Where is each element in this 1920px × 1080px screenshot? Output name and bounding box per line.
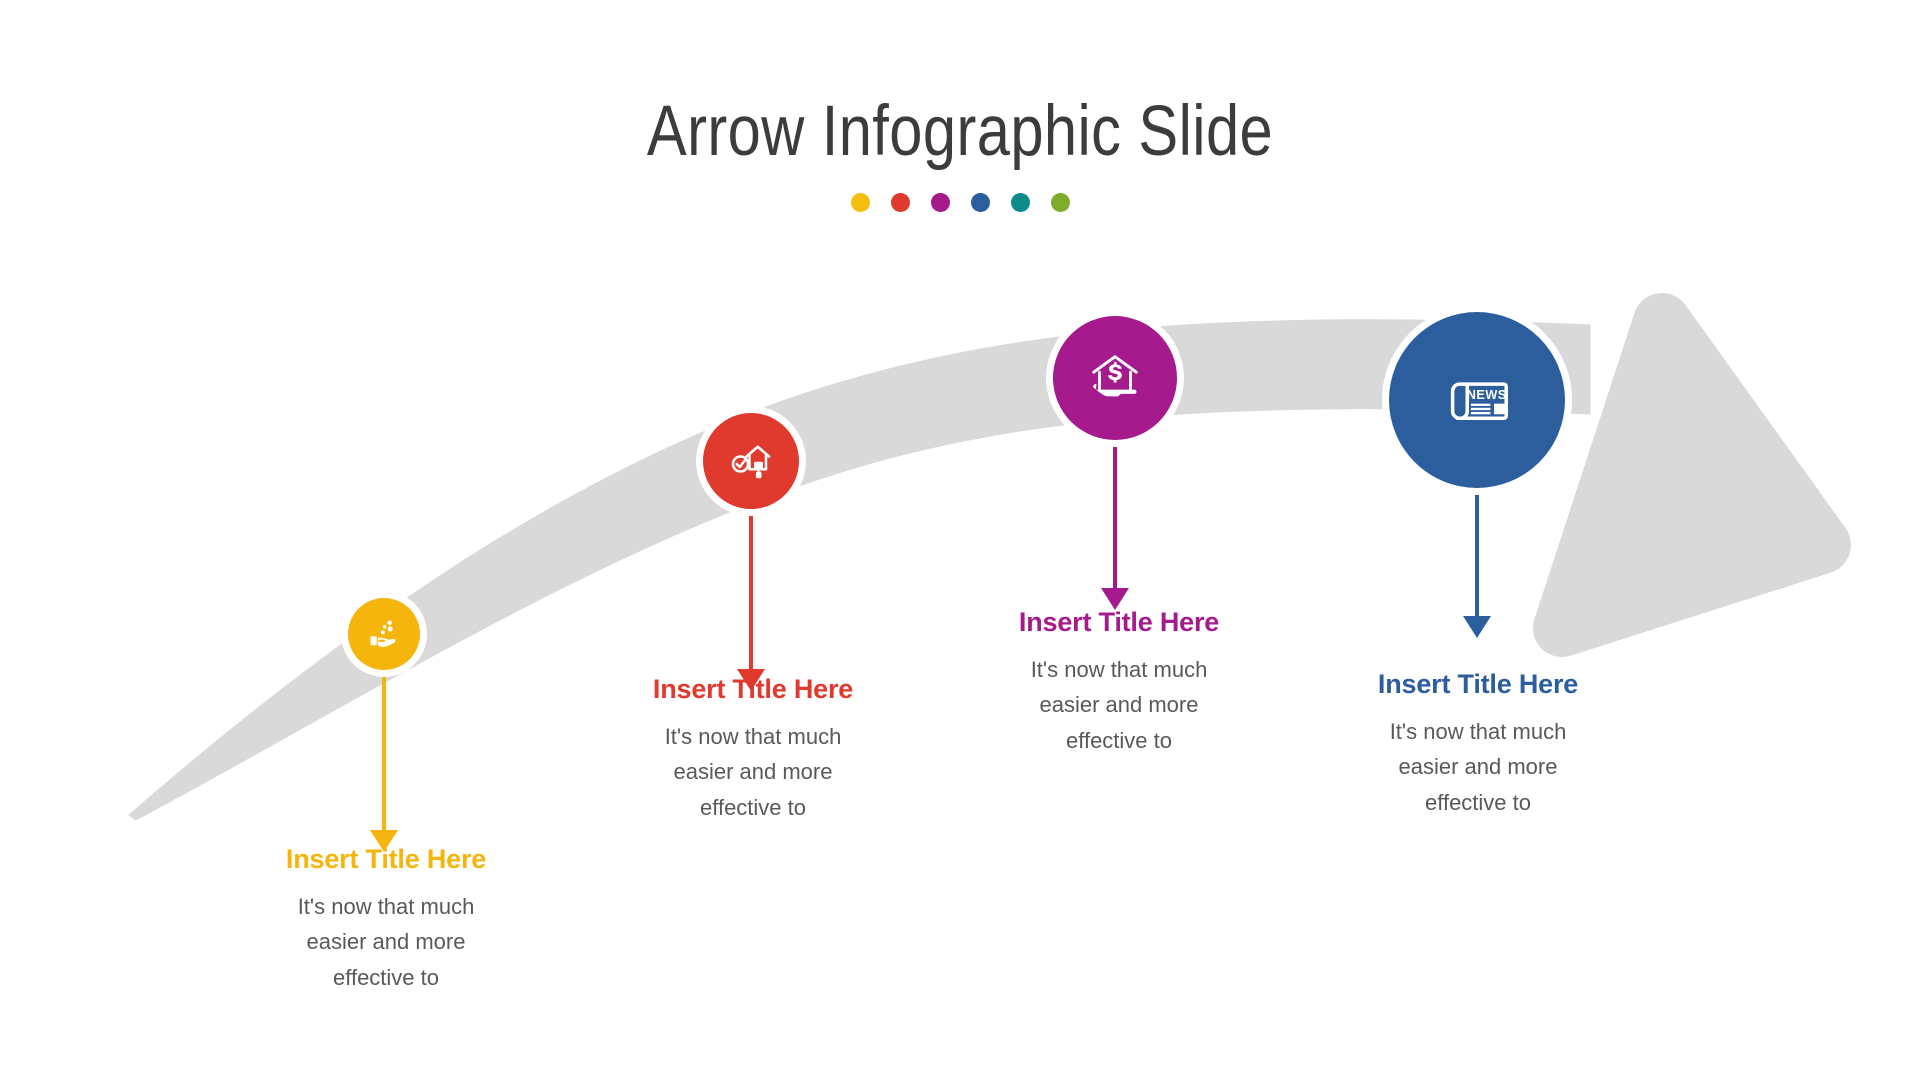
- step-4-connector-stem: [1475, 462, 1479, 622]
- house-check-paintroller-icon: [731, 445, 771, 479]
- step-2-body-line-3: effective to: [700, 794, 806, 820]
- step-1-body-line-3: effective to: [333, 964, 439, 990]
- step-3-title: Insert Title Here: [1018, 607, 1220, 637]
- step-4-title: Insert Title Here: [1377, 669, 1579, 699]
- step-3-body: It's now that much easier and more effec…: [969, 652, 1269, 759]
- step-2-circle[interactable]: [703, 413, 799, 509]
- step-4-body-line-3: effective to: [1425, 789, 1531, 815]
- step-4-body-line-2: easier and more: [1398, 754, 1558, 780]
- hand-with-coins-icon: [370, 620, 396, 647]
- step-3-body-line-3: effective to: [1066, 727, 1172, 753]
- step-3-arrow-head-icon: [1101, 588, 1129, 610]
- hand-holding-house-dollar-icon: [1092, 355, 1138, 397]
- step-1-circle[interactable]: [348, 598, 420, 670]
- step-3-caption: Insert Title Here It's now that much eas…: [969, 607, 1269, 759]
- step-2-body: It's now that much easier and more effec…: [603, 719, 903, 826]
- step-2-caption: Insert Title Here It's now that much eas…: [603, 674, 903, 826]
- step-2-title: Insert Title Here: [652, 674, 854, 704]
- step-2-connector-stem: [749, 509, 753, 675]
- svg-text:NEWS: NEWS: [1467, 388, 1507, 402]
- step-4-arrow-head-icon: [1463, 616, 1491, 638]
- step-2-body-line-1: It's now that much: [664, 723, 842, 749]
- step-2-body-line-2: easier and more: [673, 759, 833, 785]
- step-3-circle[interactable]: [1053, 316, 1177, 440]
- step-1-body-line-1: It's now that much: [297, 893, 475, 919]
- step-4-body-line-1: It's now that much: [1389, 718, 1567, 744]
- step-2-arrow-head-icon: [737, 669, 765, 691]
- step-3-body-line-1: It's now that much: [1030, 656, 1208, 682]
- step-3-connector-stem: [1113, 440, 1117, 594]
- newspaper-news-icon: NEWS: [1450, 382, 1509, 421]
- step-1-arrow-head-icon: [370, 830, 398, 852]
- arrow-head-path: [1533, 293, 1851, 657]
- step-4-circle[interactable]: NEWS: [1389, 312, 1565, 488]
- step-1-body: It's now that much easier and more effec…: [236, 889, 536, 996]
- step-4-caption: Insert Title Here It's now that much eas…: [1328, 669, 1628, 821]
- step-1-connector-stem: [382, 670, 386, 836]
- step-1-title: Insert Title Here: [285, 844, 487, 874]
- step-1-caption: Insert Title Here It's now that much eas…: [236, 844, 536, 996]
- step-1-body-line-2: easier and more: [306, 929, 466, 955]
- step-3-body-line-2: easier and more: [1039, 692, 1199, 718]
- step-4-body: It's now that much easier and more effec…: [1328, 714, 1628, 821]
